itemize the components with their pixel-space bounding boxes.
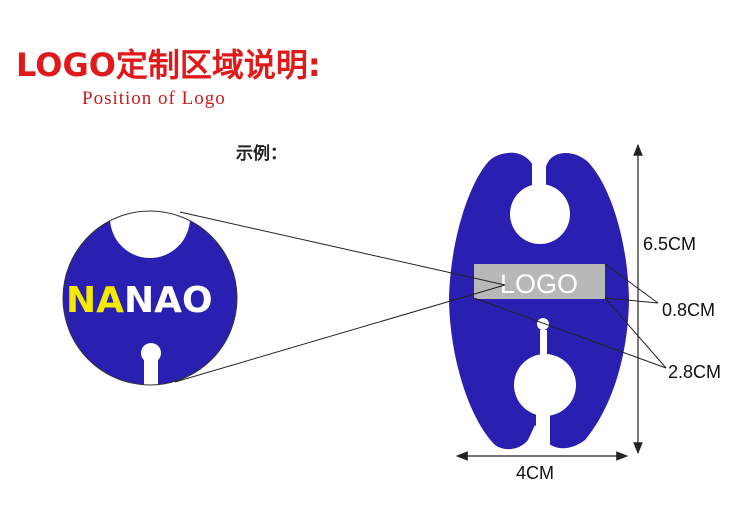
- page-title: LOGO定制区域说明:: [16, 46, 321, 84]
- bottom-hole: [514, 354, 576, 416]
- top-hole: [510, 184, 570, 244]
- page-subtitle: Position of Logo: [82, 88, 226, 109]
- cable-winder-product: LOGO: [449, 150, 629, 455]
- logo-area-box: [474, 264, 605, 299]
- brand-part-white: NAO: [124, 280, 213, 321]
- logo-width-label: 2.8CM: [668, 362, 721, 382]
- logo-height-label: 0.8CM: [662, 300, 715, 320]
- logo-placeholder-text: LOGO: [500, 269, 578, 299]
- magnified-logo-view: NANAO: [62, 210, 238, 386]
- height-label: 6.5CM: [643, 234, 696, 254]
- brand-part-yellow: NA: [66, 280, 124, 321]
- example-label: 示例：: [236, 144, 287, 164]
- brand-logo-text: NANAO: [66, 280, 213, 321]
- width-label: 4CM: [516, 463, 554, 483]
